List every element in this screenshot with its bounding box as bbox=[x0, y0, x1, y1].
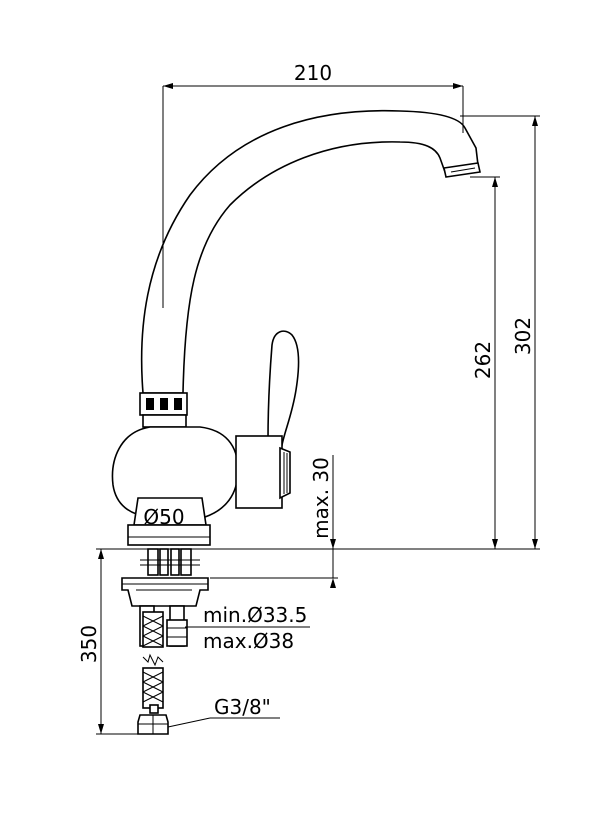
dim-base-diameter: Ø50 bbox=[143, 505, 184, 529]
mounting-plate bbox=[121, 577, 209, 607]
dim-hole-min: min.Ø33.5 bbox=[203, 603, 307, 627]
base-plate bbox=[127, 524, 211, 546]
braided-hose-upper bbox=[142, 611, 164, 648]
braided-hose-lower bbox=[142, 667, 164, 709]
faucet bbox=[96, 109, 540, 735]
dim-connection: G3/8" bbox=[214, 695, 271, 719]
dim-spout-height: 262 bbox=[471, 341, 495, 379]
dimension-lines bbox=[96, 83, 540, 735]
dim-total-height: 302 bbox=[511, 317, 535, 355]
dim-hose-length: 350 bbox=[77, 625, 101, 663]
lever-handle bbox=[267, 330, 300, 447]
spout bbox=[140, 109, 479, 394]
cartridge-housing bbox=[235, 435, 283, 509]
dim-hole-max: max.Ø38 bbox=[203, 629, 294, 653]
hose-break bbox=[142, 653, 164, 667]
dim-max-thickness: max. 30 bbox=[309, 457, 333, 539]
hose-fitting bbox=[149, 704, 159, 714]
spout-collar-lower bbox=[142, 414, 187, 428]
dim-spout-reach: 210 bbox=[294, 61, 332, 85]
cartridge-cap bbox=[279, 446, 291, 500]
supply-nut bbox=[166, 619, 188, 647]
